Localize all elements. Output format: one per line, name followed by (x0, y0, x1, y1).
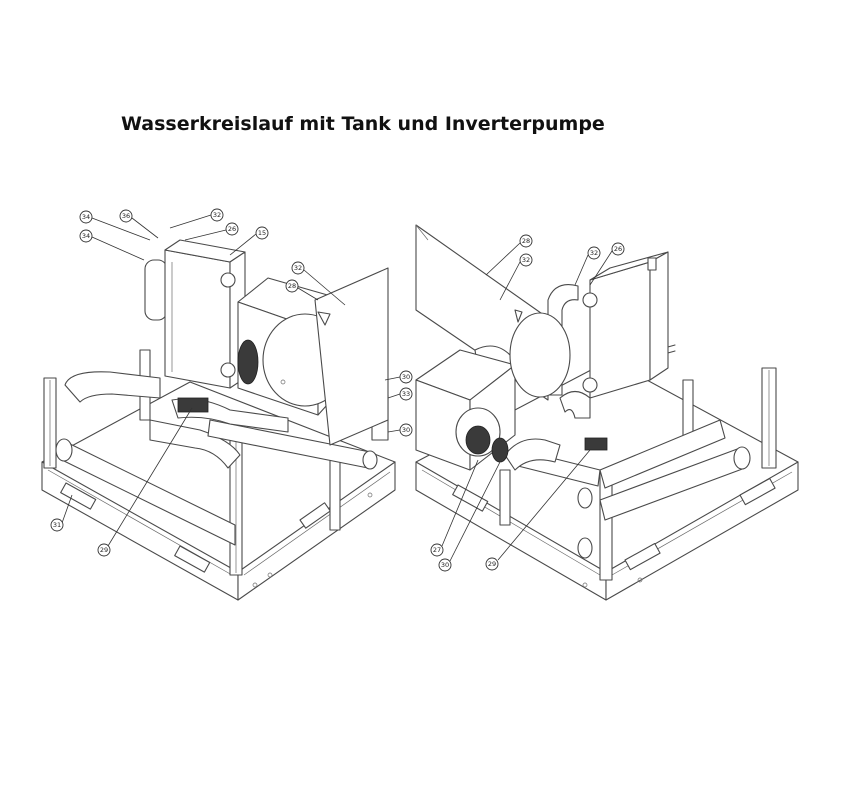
callout-26-right: 26 (589, 242, 625, 286)
callout-32-top: 32 (169, 208, 224, 229)
callout-34-side: 34 (79, 229, 145, 261)
right-base-frame (415, 359, 799, 601)
svg-text:34: 34 (82, 213, 90, 221)
callout-30-bottom: 30 (387, 423, 413, 437)
svg-text:28: 28 (288, 282, 296, 290)
callout-29-right: 29 (485, 449, 591, 571)
svg-text:27: 27 (433, 546, 441, 554)
left-heat-exchanger (164, 239, 246, 389)
callout-36: 36 (119, 209, 159, 239)
svg-text:36: 36 (122, 212, 130, 220)
left-callouts: 34 36 32 26 15 34 32 28 30 33 30 31 29 (50, 208, 413, 557)
svg-text:30: 30 (402, 373, 410, 381)
callout-31: 31 (50, 494, 73, 532)
svg-text:26: 26 (614, 245, 622, 253)
right-assembly-view: 28 32 32 26 27 30 29 (415, 224, 799, 601)
svg-text:32: 32 (522, 256, 530, 264)
svg-text:34: 34 (82, 232, 90, 240)
svg-text:32: 32 (590, 249, 598, 257)
svg-text:29: 29 (488, 560, 496, 568)
left-pipes (55, 259, 389, 546)
callout-28: 28 (285, 279, 319, 301)
callout-26: 26 (184, 222, 239, 241)
page-title: Wasserkreislauf mit Tank und Inverterpum… (121, 113, 605, 135)
left-assembly-view: 34 36 32 26 15 34 32 28 30 33 30 31 29 (41, 208, 413, 601)
right-tank (415, 309, 608, 471)
callout-33: 33 (387, 387, 413, 401)
callout-27: 27 (430, 459, 479, 557)
callout-29: 29 (97, 407, 193, 557)
svg-text:30: 30 (441, 561, 449, 569)
callout-32-mid: 32 (291, 261, 346, 306)
svg-text:26: 26 (228, 225, 236, 233)
svg-text:31: 31 (53, 521, 61, 529)
svg-text:28: 28 (522, 237, 530, 245)
callout-32-right-left: 32 (499, 253, 533, 301)
svg-text:15: 15 (258, 229, 266, 237)
callout-28-right: 28 (485, 234, 533, 276)
svg-text:33: 33 (402, 390, 410, 398)
callout-15: 15 (229, 226, 269, 256)
svg-text:32: 32 (294, 264, 302, 272)
callout-30-top: 30 (384, 370, 413, 384)
callout-32-right: 32 (574, 246, 601, 286)
right-callouts: 28 32 32 26 27 30 29 (430, 234, 625, 572)
callout-30-right: 30 (438, 461, 501, 572)
svg-text:32: 32 (213, 211, 221, 219)
left-base-frame (41, 381, 396, 601)
left-tank (177, 267, 389, 446)
callout-34-top: 34 (79, 210, 151, 241)
svg-text:30: 30 (402, 426, 410, 434)
svg-text:29: 29 (100, 546, 108, 554)
right-heat-exchanger (582, 251, 669, 399)
